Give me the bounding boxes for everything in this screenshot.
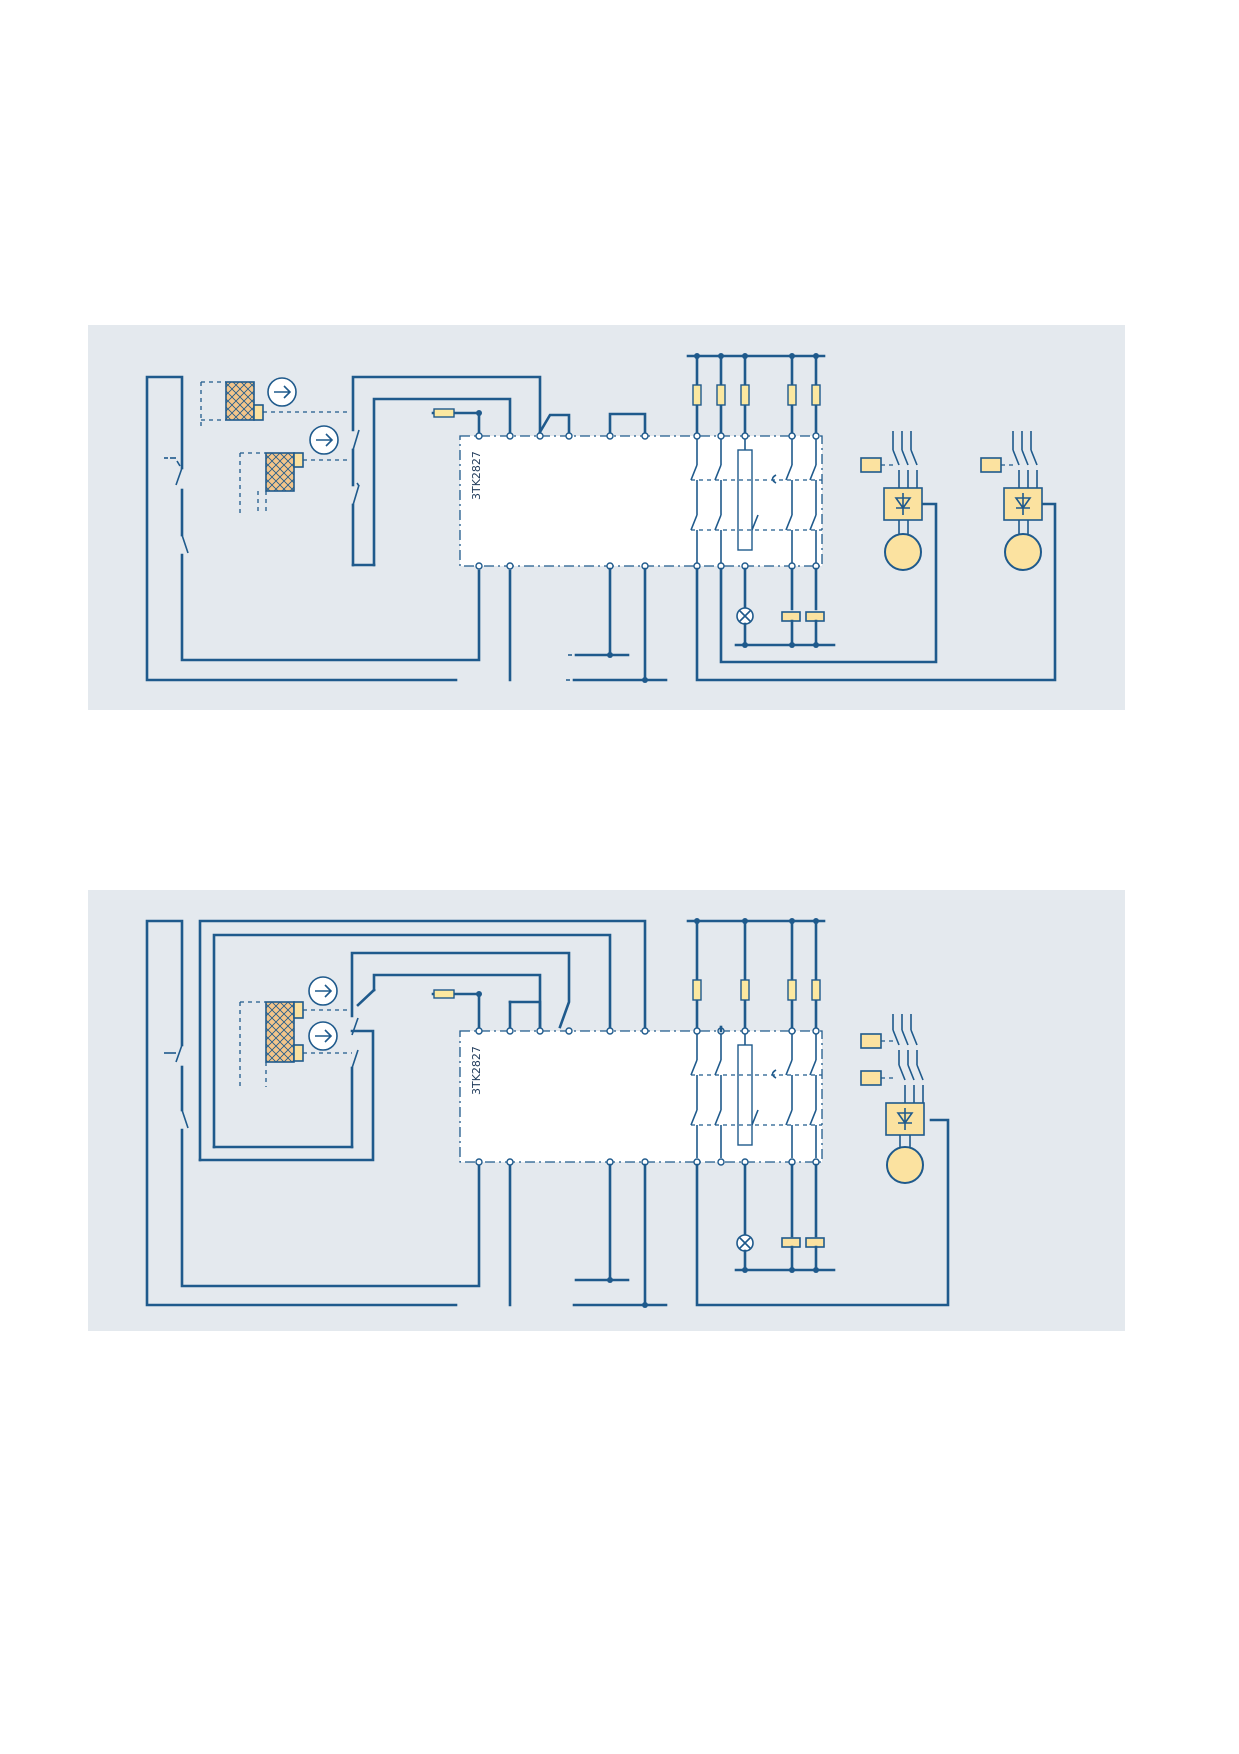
drive-1 (860, 431, 923, 571)
output-loads (734, 567, 836, 648)
emergency-stop-loop (145, 375, 512, 682)
supply-rails (686, 353, 826, 434)
door-loops (198, 919, 647, 1162)
device-label: 3TK2827 (470, 451, 483, 500)
control-fuse (431, 989, 482, 1029)
feedback-loops (566, 502, 1057, 683)
circuit-diagram-1-svg: 3TK2827 (145, 353, 1057, 683)
relay-top-jumpers (538, 412, 647, 434)
door-switch-1 (200, 377, 351, 430)
door-switch-2 (239, 425, 351, 515)
emergency-stop-loop (145, 919, 512, 1307)
drive-1 (860, 1014, 925, 1184)
feedback-loops (572, 1118, 950, 1308)
door-switch-pair (239, 976, 352, 1087)
circuit-diagram-1: 3TK2827 (88, 325, 1125, 710)
door-contacts (351, 375, 542, 567)
safety-relay-box: 3TK2827 (459, 432, 823, 570)
safety-relay-box: 3TK2827 (459, 1000, 823, 1166)
control-fuse (431, 408, 482, 434)
drive-2 (980, 431, 1043, 571)
circuit-diagram-2-svg: 3TK2827 (145, 918, 950, 1308)
circuit-diagram-2: 3TK2827 (88, 890, 1125, 1331)
device-label: 3TK2827 (470, 1046, 483, 1095)
supply-rails (686, 918, 826, 1033)
output-loads (734, 1163, 836, 1273)
